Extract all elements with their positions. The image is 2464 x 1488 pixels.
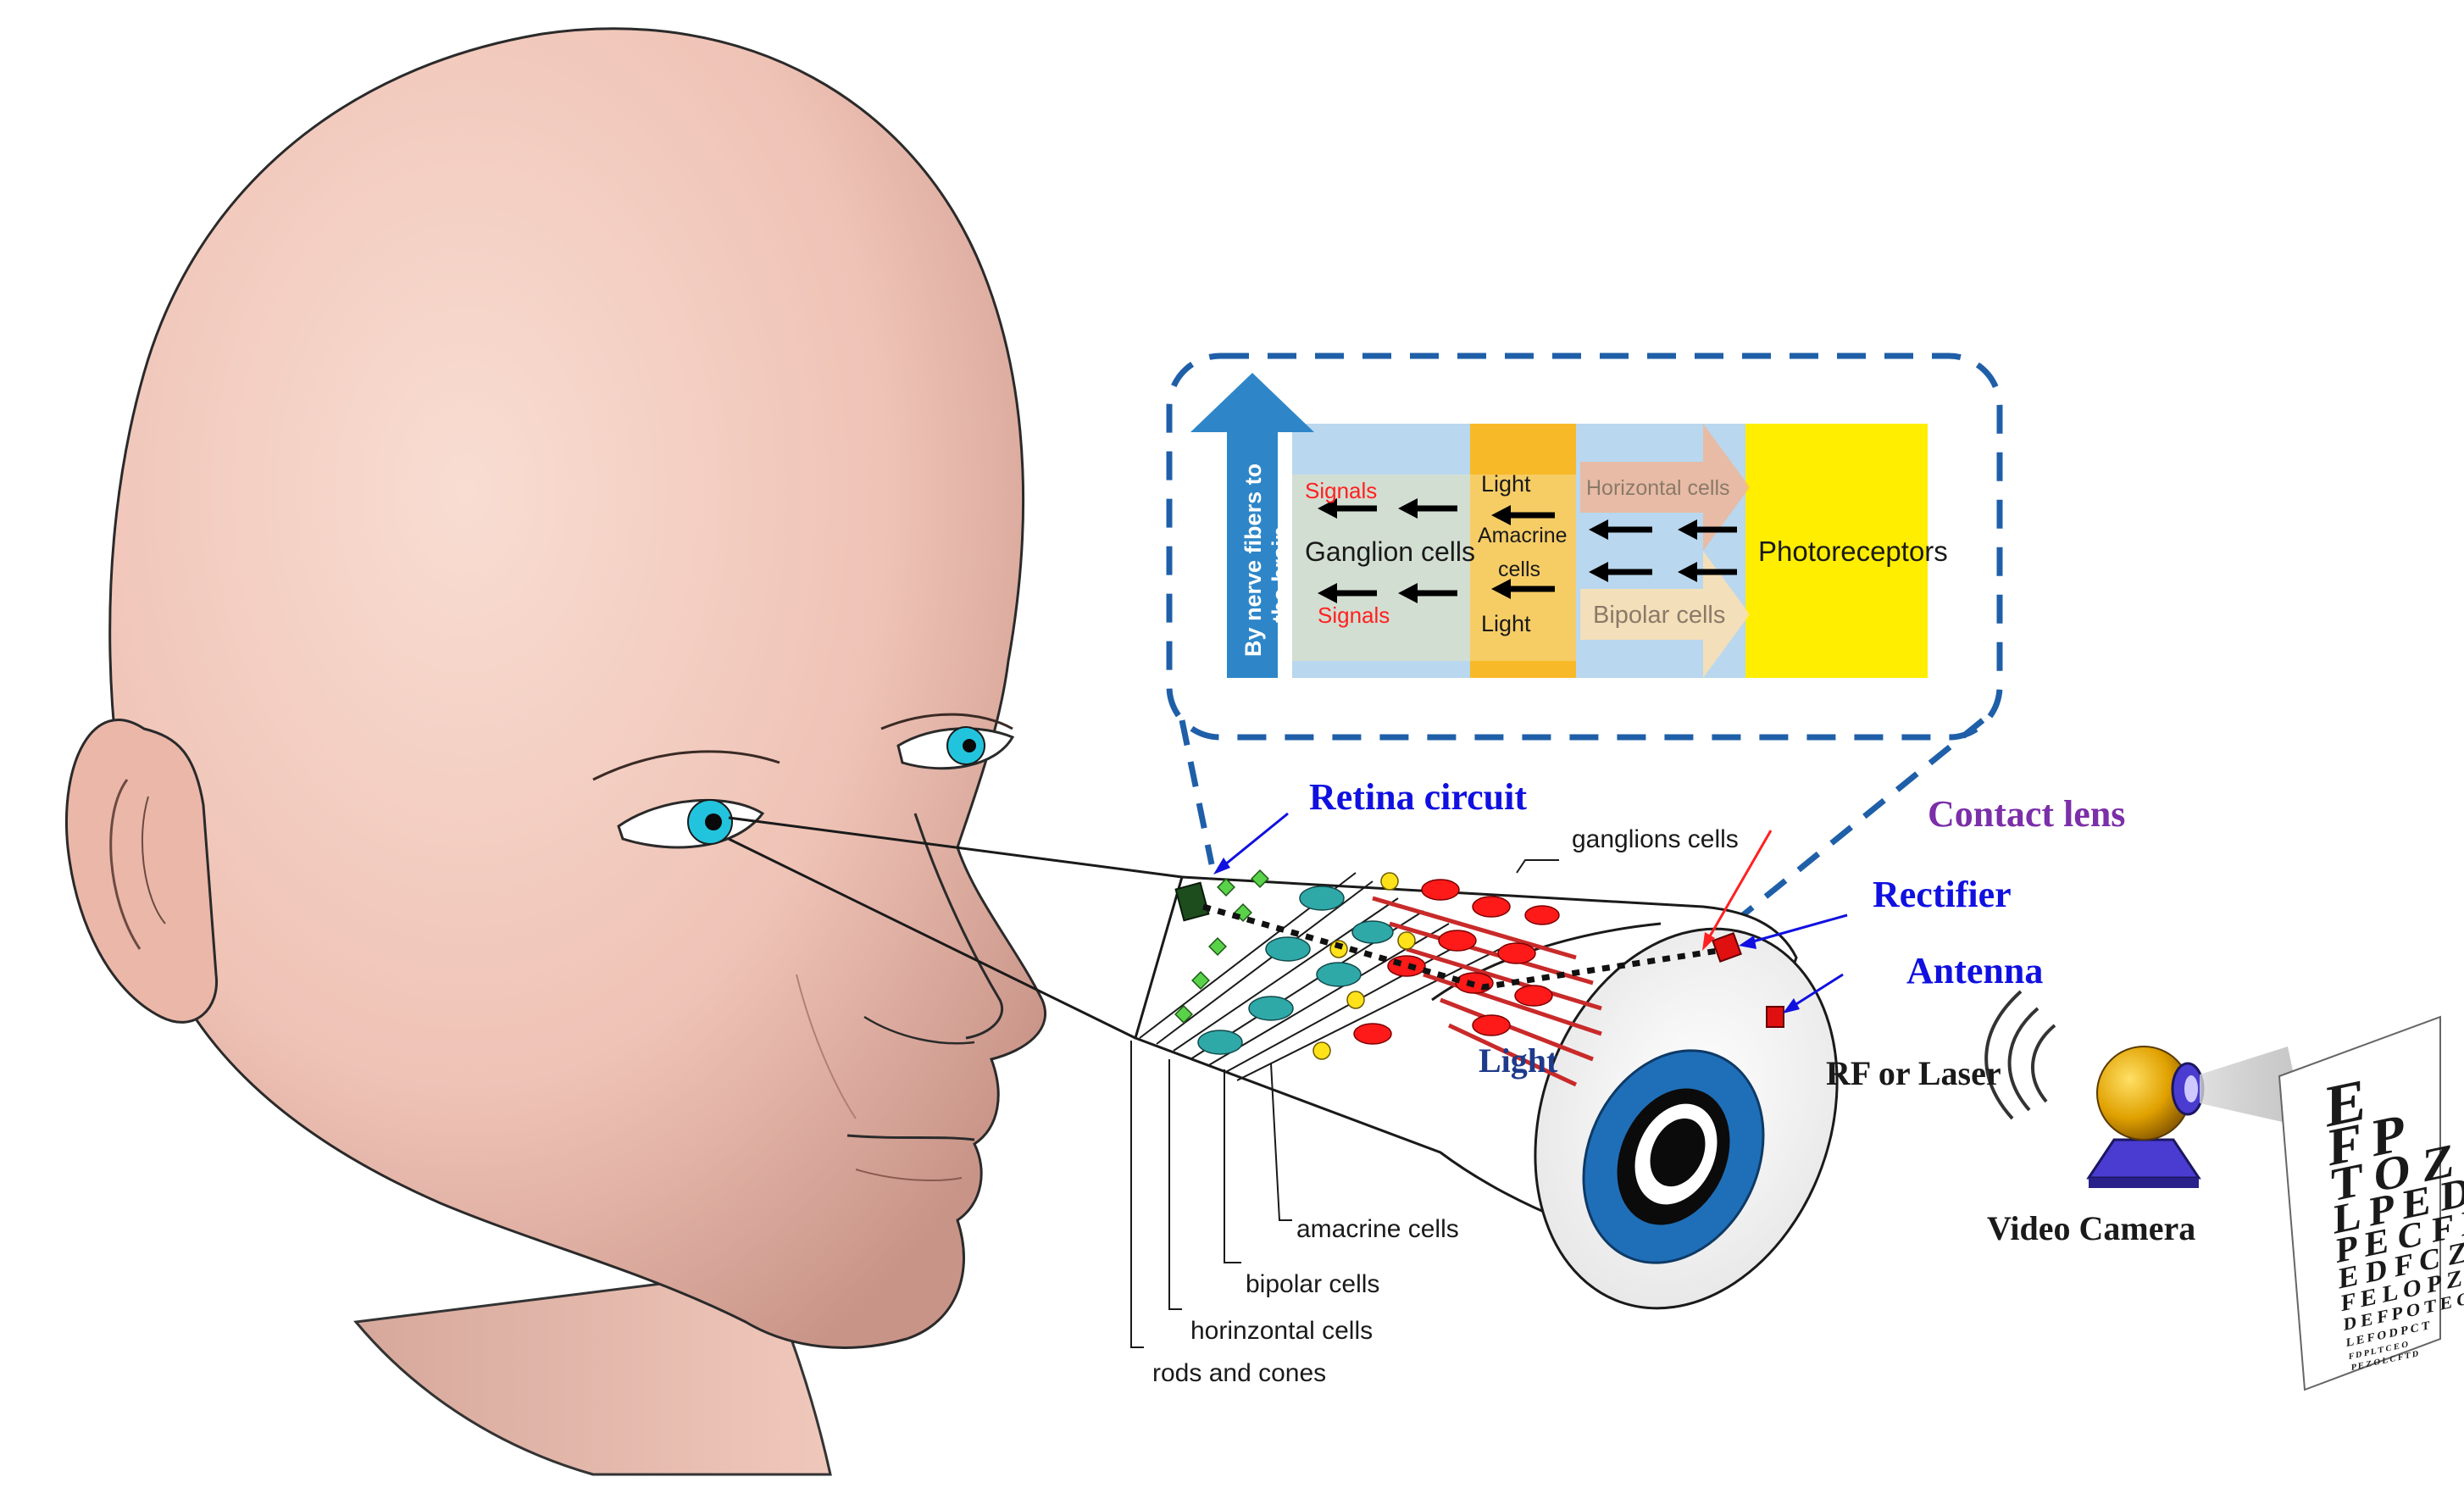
rods-and-cones-label: rods and cones — [1152, 1359, 1326, 1387]
antenna-chip — [1766, 1006, 1784, 1028]
amacrine-band — [1470, 424, 1576, 678]
ganglion-band — [1292, 424, 1470, 678]
projection-lines — [728, 816, 1183, 1040]
retina-circuit-chip — [1174, 881, 1210, 922]
light-path — [1202, 903, 1729, 991]
ganglions-cells-label: ganglions cells — [1572, 825, 1739, 853]
nose — [913, 813, 1004, 1040]
inset-signal-arrows — [1318, 498, 1737, 603]
nerve-fiber-arrow — [1190, 373, 1314, 678]
inset-dashed-box — [1166, 353, 2003, 741]
video-camera-label: Video Camera — [1987, 1209, 2195, 1247]
horizontal-cells-label: horinzontal cells — [1190, 1317, 1373, 1345]
callout-labels: Retina circuit Contact lens Rectifier An… — [1309, 776, 2195, 1247]
eye-chart-letters: EF PT O ZL P E DP E C F DE D F C Z PF E … — [2326, 1067, 2464, 1373]
ganglion-label: Ganglion cells — [1305, 536, 1475, 567]
rf-or-laser-label: RF or Laser — [1826, 1054, 2001, 1092]
photoreceptors-label: Photoreceptors — [1758, 536, 1948, 567]
bipolar-label: Bipolar cells — [1593, 602, 1725, 629]
callout-arrows — [1213, 812, 1848, 1013]
amacrine-label: Amacrine cells — [1478, 524, 1573, 581]
rectifier-label: Rectifier — [1873, 874, 2012, 915]
rf-wave-3 — [1984, 990, 2023, 1120]
rectifier-chip — [1712, 932, 1742, 963]
rf-wave-1 — [2031, 1024, 2056, 1103]
photoreceptor-band — [1745, 424, 1928, 678]
mouth — [846, 1134, 975, 1141]
contact-lens-label: Contact lens — [1928, 793, 2125, 835]
eye-chart-row: E — [2326, 1067, 2366, 1141]
rf-wave-2 — [2007, 1007, 2039, 1112]
ear — [64, 718, 219, 1024]
cell-label-leaders — [1130, 859, 1559, 1348]
eye-chart: EF PT O ZL P E DP E C F DE D F C Z PF E … — [2278, 1015, 2464, 1391]
eye-chart-board — [2278, 1015, 2441, 1391]
retina-circuit-label: Retina circuit — [1309, 776, 1527, 818]
light-label: Light — [1479, 1041, 1558, 1080]
signals-bottom-label: Signals — [1318, 602, 1390, 628]
retina-cells — [1139, 869, 1602, 1087]
light-top-label: Light — [1481, 471, 1531, 497]
inset-diagram — [1190, 373, 1928, 678]
antenna-label: Antenna — [1906, 950, 2043, 991]
camera-beam — [2200, 1047, 2305, 1127]
human-head — [64, 27, 1047, 1476]
retina-schematic — [1134, 869, 1839, 1310]
light-bottom-label: Light — [1481, 611, 1531, 636]
horizontal-arrow — [1580, 424, 1750, 551]
signals-top-label: Signals — [1305, 478, 1377, 503]
head-outline — [108, 27, 1047, 1349]
video-camera — [1984, 990, 2305, 1188]
amacrine-cells-label: amacrine cells — [1296, 1215, 1459, 1243]
bipolar-arrow — [1580, 551, 1750, 678]
camera-base — [2086, 1138, 2201, 1180]
inset-labels: By nerve fibers to the brain Signals Sig… — [1240, 457, 1948, 657]
bipolar-cells-label: bipolar cells — [1246, 1270, 1379, 1298]
cell-labels: ganglions cells amacrine cells bipolar c… — [1152, 825, 1739, 1387]
nerve-fiber-label: By nerve fibers to the brain — [1240, 457, 1293, 657]
horizontal-label: Horizontal cells — [1586, 476, 1730, 500]
